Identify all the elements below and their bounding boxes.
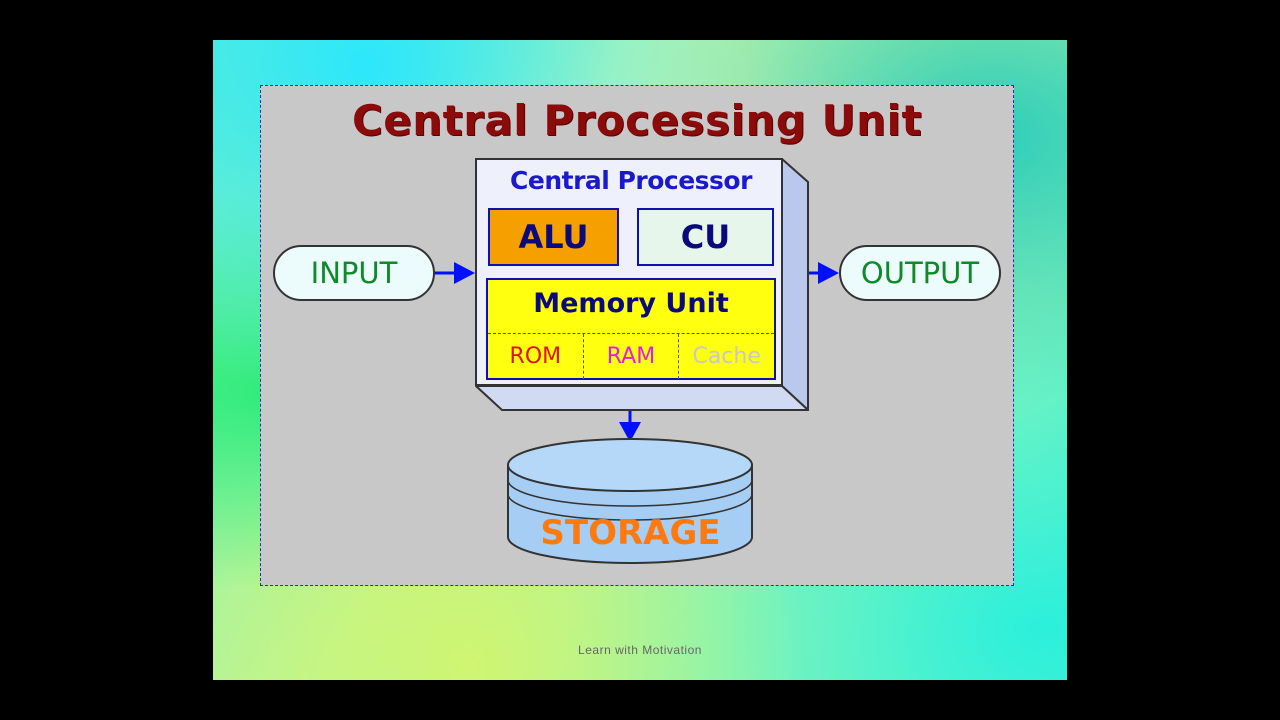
alu-block: ALU: [488, 208, 619, 266]
storage-label: STORAGE: [540, 513, 721, 553]
slide: Central Processing Unit: [213, 40, 1067, 680]
input-arrow: [435, 262, 475, 284]
footer-caption: Learn with Motivation: [578, 643, 702, 657]
storage-cylinder: [507, 438, 753, 564]
central-processor-box: Central Processor ALU CU Memory Unit ROM…: [475, 158, 809, 411]
memory-types-row: ROM RAM Cache: [488, 333, 774, 379]
input-node: INPUT: [273, 245, 435, 301]
memory-unit-block: Memory Unit ROM RAM Cache: [486, 278, 776, 380]
memory-cell-cache: Cache: [692, 344, 761, 369]
memory-cell-ram: RAM: [584, 334, 680, 379]
memory-unit-title: Memory Unit: [533, 288, 729, 319]
processor-front: Central Processor ALU CU Memory Unit ROM…: [475, 158, 783, 386]
cu-block: CU: [637, 208, 774, 266]
memory-cell-rom: ROM: [488, 334, 584, 379]
processor-title: Central Processor: [510, 166, 752, 195]
output-node: OUTPUT: [839, 245, 1001, 301]
slide-title: Central Processing Unit: [351, 96, 923, 145]
